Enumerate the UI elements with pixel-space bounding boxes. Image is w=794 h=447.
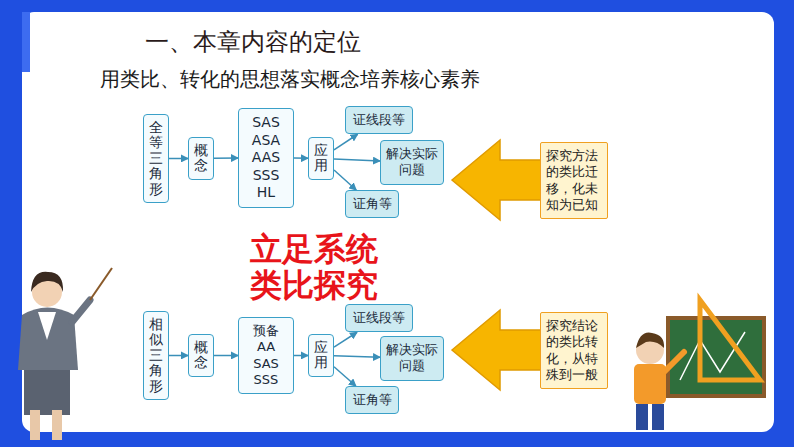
student-blackboard <box>634 300 764 430</box>
process-box: SAS ASA AAS SSS HL <box>238 108 294 208</box>
node-text: SAS ASA AAS SSS HL <box>244 114 288 202</box>
connector <box>334 170 356 190</box>
connector <box>334 332 357 347</box>
node-text: 应用 <box>314 340 328 371</box>
connector <box>169 355 188 357</box>
process-box: 解决实际问题 <box>380 336 444 381</box>
node-text: 概念 <box>194 143 208 174</box>
process-box: 证线段等 <box>345 106 413 134</box>
subtitle: 用类比、转化的思想落实概念培养核心素养 <box>100 66 480 93</box>
connector <box>294 355 308 357</box>
process-box: 预备 AA SAS SSS <box>238 317 294 394</box>
process-box: 相似三角形 <box>143 311 169 400</box>
callout-box: 探究结论的类比转化，从特殊到一般 <box>540 312 608 389</box>
node-text: 证线段等 <box>351 112 407 128</box>
process-box: 应用 <box>308 137 334 180</box>
node-text: 概念 <box>194 340 208 371</box>
process-box: 概念 <box>188 334 214 377</box>
slide-title: 一、本章内容的定位 <box>145 26 361 58</box>
yellow-arrow <box>452 140 545 390</box>
connector <box>334 134 358 150</box>
connector <box>334 159 380 161</box>
node-text: 相似三角形 <box>149 317 163 394</box>
overlay-slogan: 类比探究 <box>250 268 378 302</box>
process-box: 证角等 <box>345 386 399 414</box>
node-text: 全等三角形 <box>149 120 163 197</box>
connector <box>294 157 308 159</box>
connector <box>169 158 188 160</box>
node-text: 解决实际问题 <box>386 342 438 375</box>
process-box: 概念 <box>188 137 214 180</box>
process-box: 证角等 <box>345 190 399 218</box>
connector <box>214 355 238 357</box>
node-text: 探究结论的类比转化，从特殊到一般 <box>546 318 602 383</box>
process-box: 解决实际问题 <box>380 140 444 185</box>
node-text: 证角等 <box>351 392 393 408</box>
node-text: 解决实际问题 <box>386 146 438 179</box>
node-text: 证线段等 <box>351 310 407 326</box>
callout-box: 探究方法的类比迁移，化未知为已知 <box>540 142 608 219</box>
node-text: 证角等 <box>351 196 393 212</box>
connector <box>334 367 356 386</box>
connector <box>334 356 380 357</box>
node-text: 预备 AA SAS SSS <box>244 323 288 388</box>
node-text: 探究方法的类比迁移，化未知为已知 <box>546 148 602 213</box>
white-panel <box>22 12 774 432</box>
node-text: 应用 <box>314 143 328 174</box>
overlay-slogan: 立足系统 <box>250 232 378 266</box>
process-box: 证线段等 <box>345 304 413 332</box>
process-box: 全等三角形 <box>143 114 169 203</box>
accent-bar <box>22 12 30 72</box>
connector <box>214 157 238 159</box>
process-box: 应用 <box>308 334 334 377</box>
teacher-figure <box>18 268 112 440</box>
